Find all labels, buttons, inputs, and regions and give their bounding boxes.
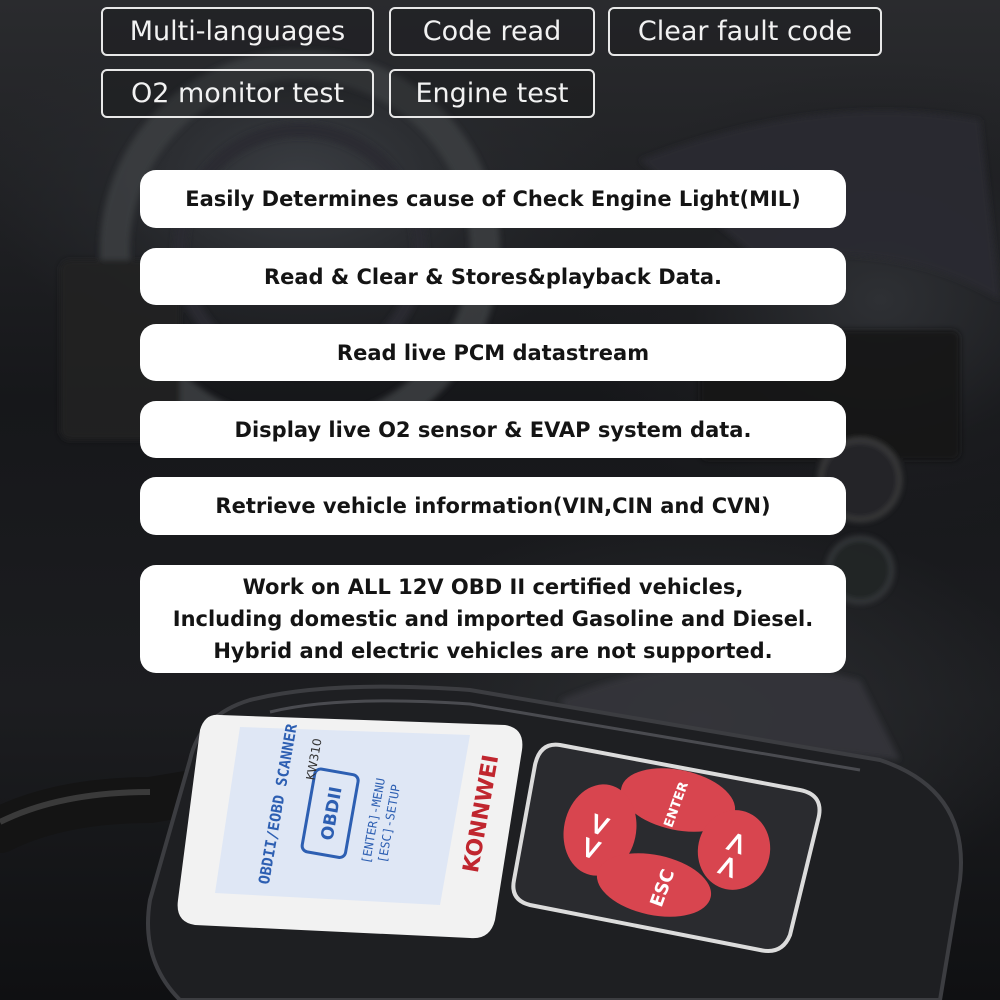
- compatibility-note: Work on ALL 12V OBD II certified vehicle…: [140, 565, 846, 673]
- tag-o2-monitor-test: O2 monitor test: [101, 69, 374, 118]
- compatibility-line-2: Including domestic and imported Gasoline…: [172, 607, 814, 631]
- tag-clear-fault-code: Clear fault code: [608, 7, 882, 56]
- feature-o2-evap: Display live O2 sensor & EVAP system dat…: [140, 401, 846, 458]
- compatibility-line-1: Work on ALL 12V OBD II certified vehicle…: [242, 575, 744, 599]
- tag-engine-test: Engine test: [389, 69, 595, 118]
- compatibility-line-3: Hybrid and electric vehicles are not sup…: [213, 639, 773, 663]
- left-button[interactable]: <<: [555, 778, 645, 883]
- tag-code-read: Code read: [389, 7, 595, 56]
- esc-button[interactable]: ESC: [591, 844, 717, 927]
- lcd-screen: [215, 727, 470, 905]
- feature-vehicle-info: Retrieve vehicle information(VIN,CIN and…: [140, 477, 846, 535]
- right-button[interactable]: >>: [690, 803, 777, 896]
- tag-multi-languages: Multi-languages: [101, 7, 374, 56]
- device-cable: [0, 767, 233, 853]
- enter-button[interactable]: ENTER: [615, 759, 741, 842]
- engine-icon: [300, 767, 360, 859]
- feature-read-clear-data: Read & Clear & Stores&playback Data.: [140, 248, 846, 305]
- feature-check-engine-light: Easily Determines cause of Check Engine …: [140, 170, 846, 228]
- feature-live-pcm: Read live PCM datastream: [140, 324, 846, 381]
